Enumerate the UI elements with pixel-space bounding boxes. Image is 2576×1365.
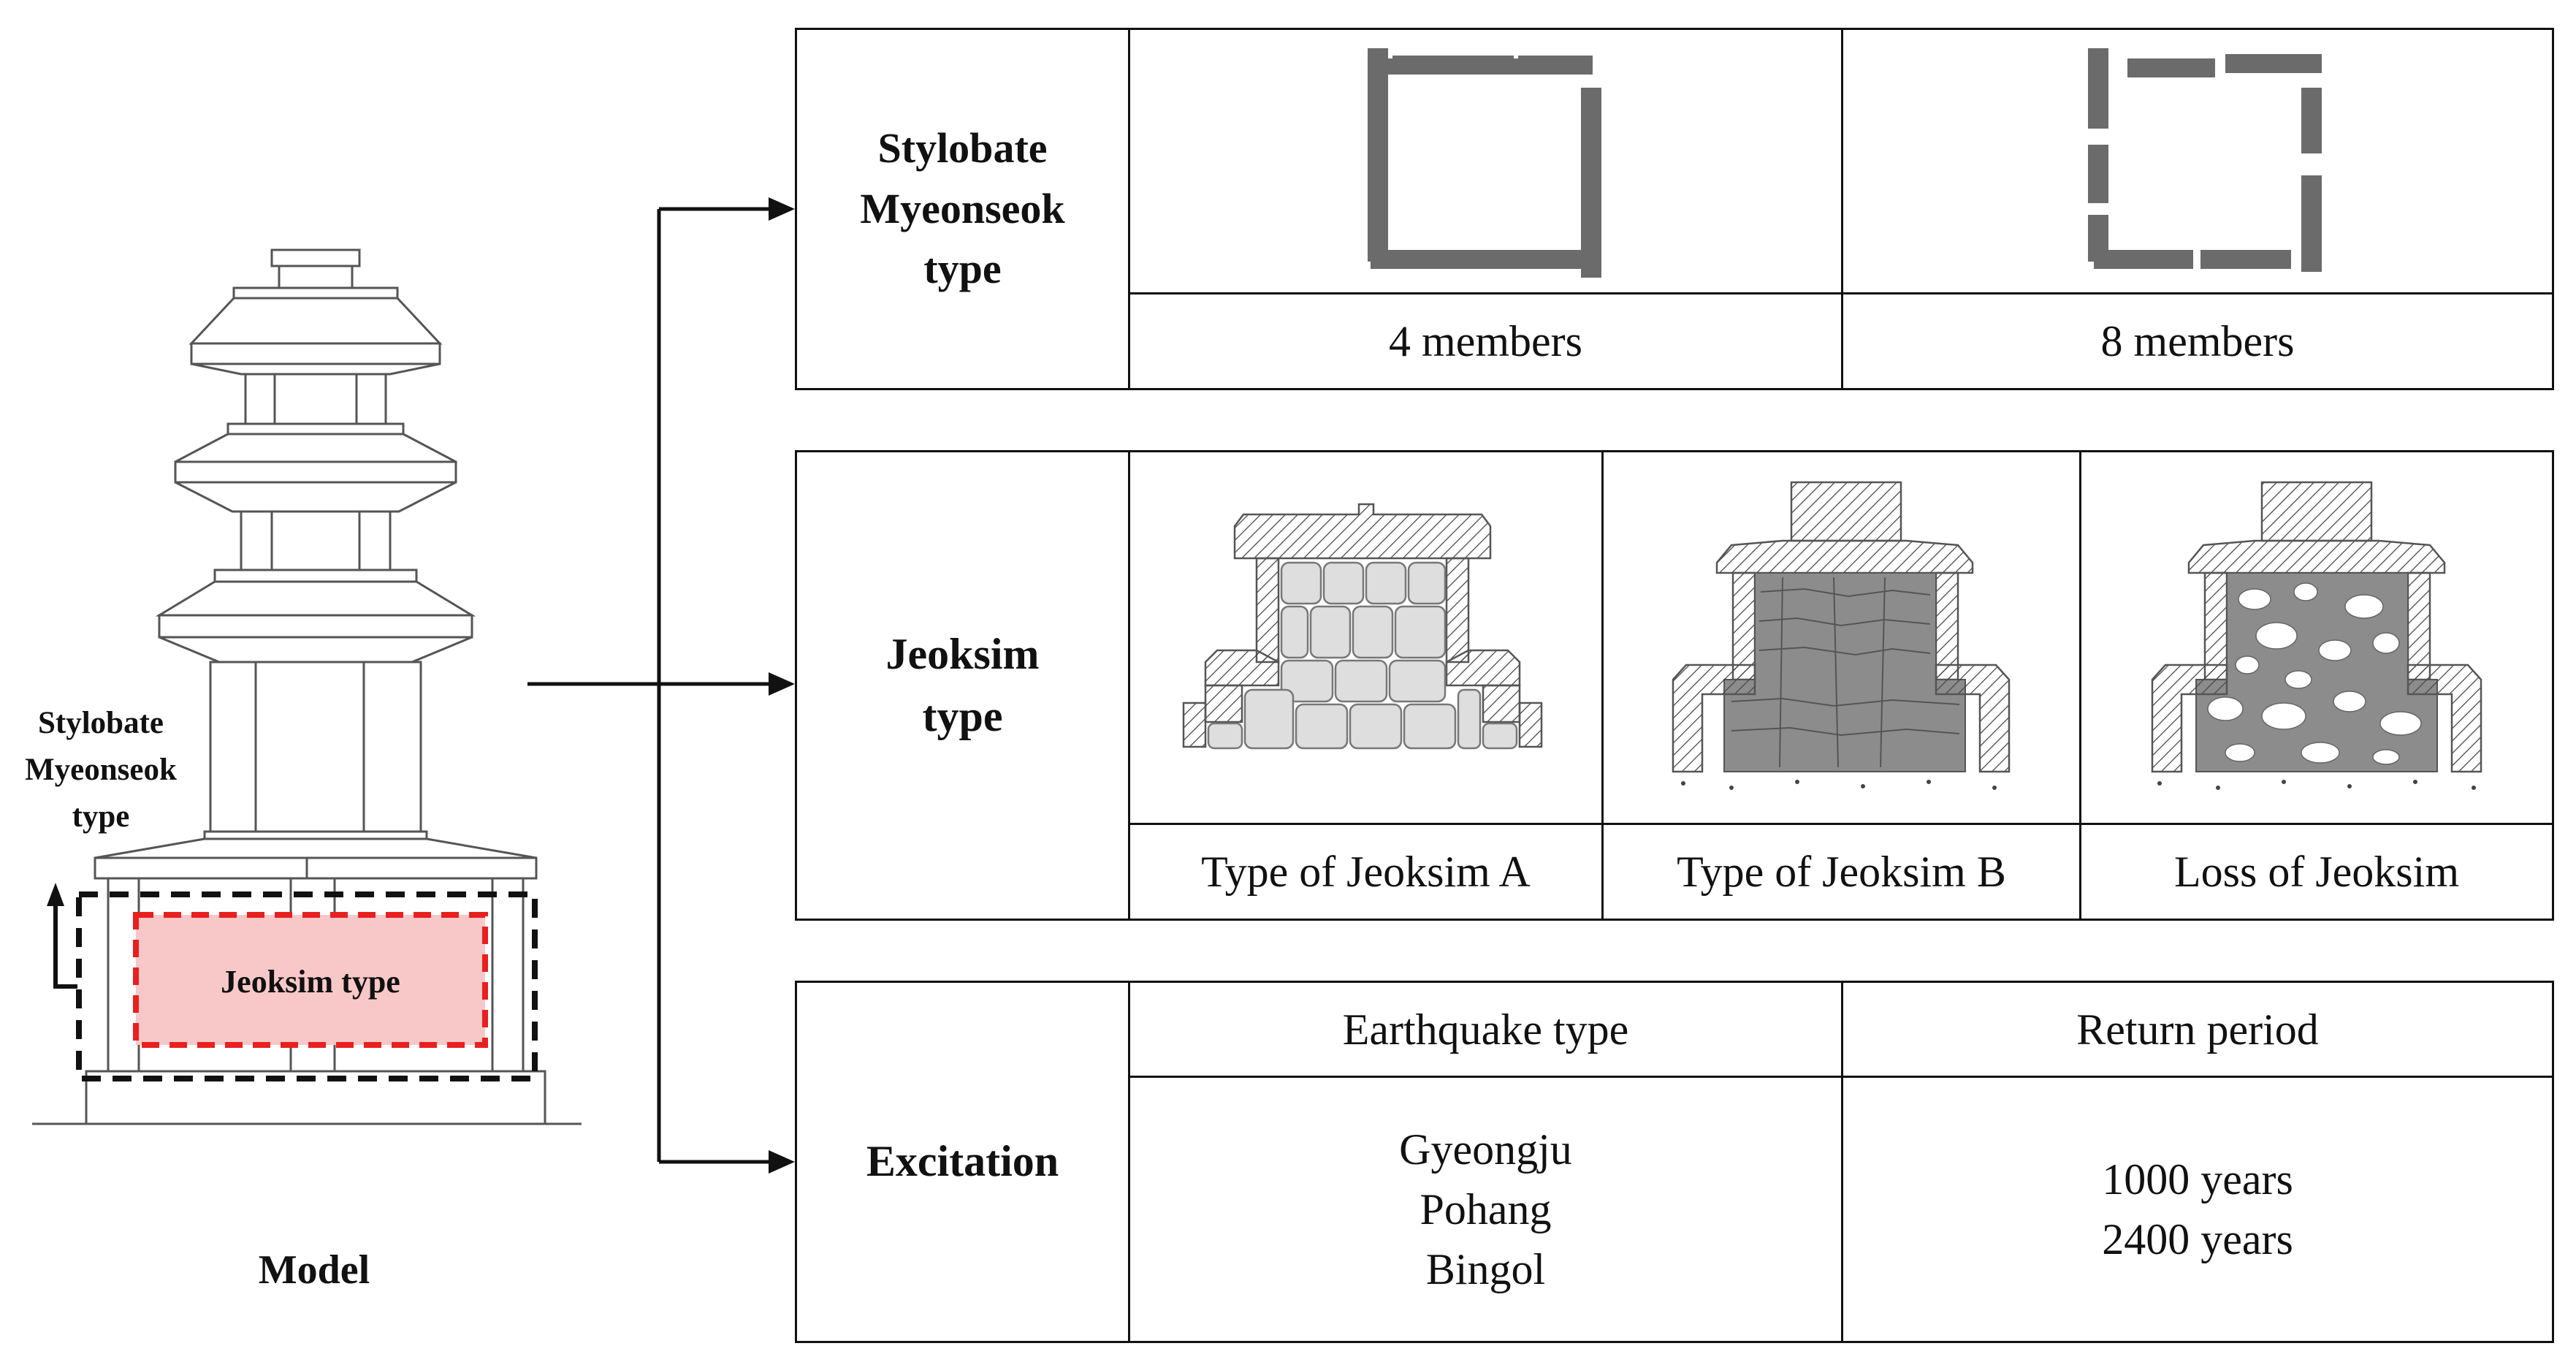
jeoksim-highlight-box — [133, 912, 488, 1048]
label-line: Myeonseok — [860, 184, 1065, 232]
arrow-head-icon — [769, 1150, 795, 1174]
side-label-line: Myeonseok — [25, 753, 177, 787]
earthquake-item: Gyeongju — [1399, 1125, 1572, 1174]
stylobate-highlight-box — [76, 891, 538, 1081]
caption-loss-of-jeoksim: Loss of Jeoksim — [2174, 848, 2459, 896]
arrow-head-icon — [769, 197, 795, 221]
eight-members-plan-diagram — [2088, 48, 2322, 272]
side-label-line: Stylobate — [38, 706, 164, 740]
caption-4-members: 4 members — [1389, 317, 1582, 365]
label-line: Stylobate — [877, 124, 1048, 172]
label-line: Jeoksim — [885, 629, 1040, 678]
return-period-item: 1000 years — [2102, 1155, 2293, 1204]
header-earthquake-type: Earthquake type — [1342, 1005, 1629, 1054]
excitation-row-label: Excitation — [866, 1137, 1059, 1186]
earthquake-item: Bingol — [1425, 1245, 1546, 1293]
earthquake-list: Gyeongju Pohang Bingol — [1130, 1078, 1841, 1341]
pagoda-model-drawing — [32, 248, 582, 1125]
jeoksim-box-label: Jeoksim type — [221, 964, 400, 1000]
label-line: type — [923, 245, 1002, 293]
jeoksim-a-section-diagram — [1182, 503, 1543, 750]
up-arrow-icon — [47, 883, 64, 906]
return-period-item: 2400 years — [2102, 1215, 2293, 1263]
stylobate-row-label: Stylobate Myeonseok type — [797, 30, 1128, 388]
side-label-line: type — [72, 799, 130, 834]
caption-jeoksim-b: Type of Jeoksim B — [1677, 848, 2006, 896]
caption-jeoksim-a: Type of Jeoksim A — [1201, 848, 1531, 896]
loss-of-jeoksim-section-diagram — [2151, 481, 2482, 790]
header-return-period: Return period — [2076, 1005, 2319, 1054]
stylobate-myeonseok-table — [795, 28, 2554, 390]
model-side-label: Stylobate Myeonseok type — [10, 700, 191, 840]
label-line: type — [922, 692, 1003, 740]
model-title: Model — [258, 1247, 370, 1293]
excitation-table — [795, 981, 2554, 1343]
caption-8-members: 8 members — [2100, 317, 2295, 365]
four-members-plan-diagram — [1368, 48, 1601, 278]
earthquake-item: Pohang — [1420, 1185, 1552, 1233]
arrow-head-icon — [769, 672, 795, 696]
connector-arrows — [527, 197, 795, 1174]
jeoksim-row-label: Jeoksim type — [797, 452, 1128, 919]
jeoksim-b-section-diagram — [1672, 481, 2011, 790]
return-period-list: 1000 years 2400 years — [1843, 1078, 2552, 1341]
